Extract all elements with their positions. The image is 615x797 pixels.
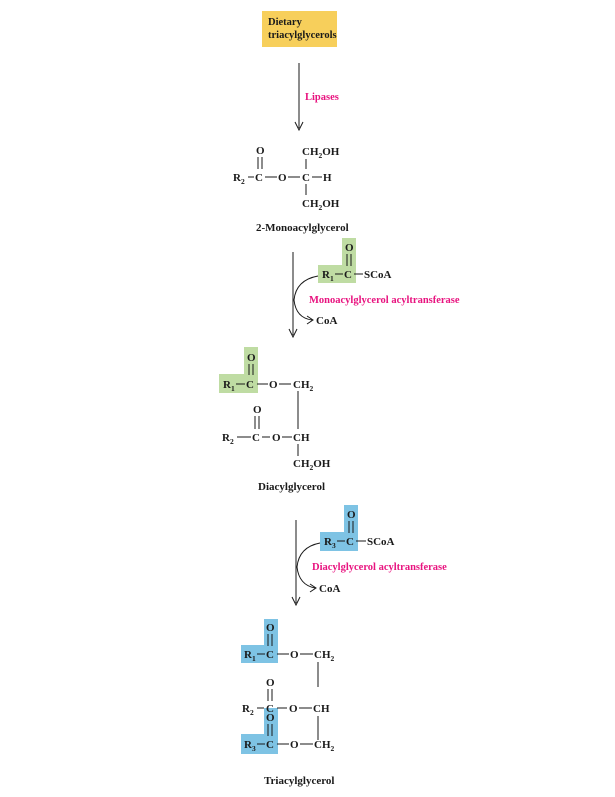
diacylglycerol-name: Diacylglycerol [258,481,325,493]
svg-text:R2: R2 [242,703,254,717]
svg-text:CH2: CH2 [314,739,335,753]
svg-text:CH2: CH2 [293,379,314,393]
svg-text:R3: R3 [324,536,336,550]
svg-text:C: C [266,703,274,715]
step2-curve-out [293,299,313,321]
mono-carbonyl-o: O [256,145,265,157]
diacylglycerol-structure: O R1 C O CH2 O R2 C O CH CH2OH [222,352,331,472]
mono-ester-o: O [278,172,287,184]
triacylglycerol-structure: O R1 C O CH2 O R2 C O CH O R3 C O CH2 [242,622,335,753]
mono-carbonyl-c: C [255,172,263,184]
step3-curve-out [296,566,316,589]
mono-r2-sub: 2 [241,177,245,186]
step2-curve-in [293,275,319,301]
mono-h: H [323,172,332,184]
svg-text:O: O [266,622,275,634]
mono-ch2oh-top: CH [302,146,319,158]
monoacylglycerol-structure: O R2 C O C H CH2OH CH2OH [233,145,340,212]
svg-text:O: O [247,352,256,364]
svg-text:SCoA: SCoA [364,269,392,281]
svg-text:C: C [246,379,254,391]
svg-text:O: O [253,404,262,416]
start-line-1: Dietary [268,17,302,28]
svg-text:CH2: CH2 [314,649,335,663]
svg-text:O: O [269,379,278,391]
start-line-2: triacylglycerols [268,30,337,41]
step3-coa: CoA [319,583,340,595]
diacylglycerol-acyltransferase-label: Diacylglycerol acyltransferase [312,562,447,573]
step2-acyl-donor: O R1 C SCoA [322,242,392,283]
mono-r2: R [233,172,242,184]
lipases-label: Lipases [305,92,339,103]
mono-ch2oh-bottom: CH [302,198,319,210]
arrow-lipases-head [294,121,304,132]
svg-text:R1: R1 [322,269,334,283]
svg-text:O: O [266,712,275,724]
svg-text:CH: CH [313,703,330,715]
step3-acyl-donor: O R3 C SCoA [324,509,395,550]
dietary-triacylglycerols-box: Dietary triacylglycerols [262,11,337,47]
svg-text:O: O [345,242,354,254]
svg-text:R2: R2 [222,432,234,446]
step2-coa: CoA [316,315,337,327]
svg-text:O: O [290,649,299,661]
svg-text:R1: R1 [244,649,256,663]
svg-text:C: C [344,269,352,281]
svg-text:O: O [272,432,281,444]
svg-text:SCoA: SCoA [367,536,395,548]
svg-text:C: C [252,432,260,444]
svg-text:CH: CH [293,432,310,444]
svg-text:C: C [346,536,354,548]
svg-text:O: O [347,509,356,521]
mono-center-c: C [302,172,310,184]
svg-text:O: O [266,677,275,689]
svg-text:CH2OH: CH2OH [293,458,331,472]
svg-text:C: C [266,649,274,661]
monoacylglycerol-acyltransferase-label: Monoacylglycerol acyltransferase [309,295,460,306]
step3-curve-in [296,542,321,568]
svg-text:R1: R1 [223,379,235,393]
monoacylglycerol-name: 2-Monoacylglycerol [256,222,349,234]
svg-text:C: C [266,739,274,751]
svg-text:R3: R3 [244,739,256,753]
svg-text:CH2OH: CH2OH [302,198,340,212]
svg-text:R2: R2 [233,172,245,186]
svg-text:O: O [290,739,299,751]
svg-text:O: O [289,703,298,715]
svg-text:CH2OH: CH2OH [302,146,340,160]
triacylglycerol-name: Triacylglycerol [264,775,334,787]
